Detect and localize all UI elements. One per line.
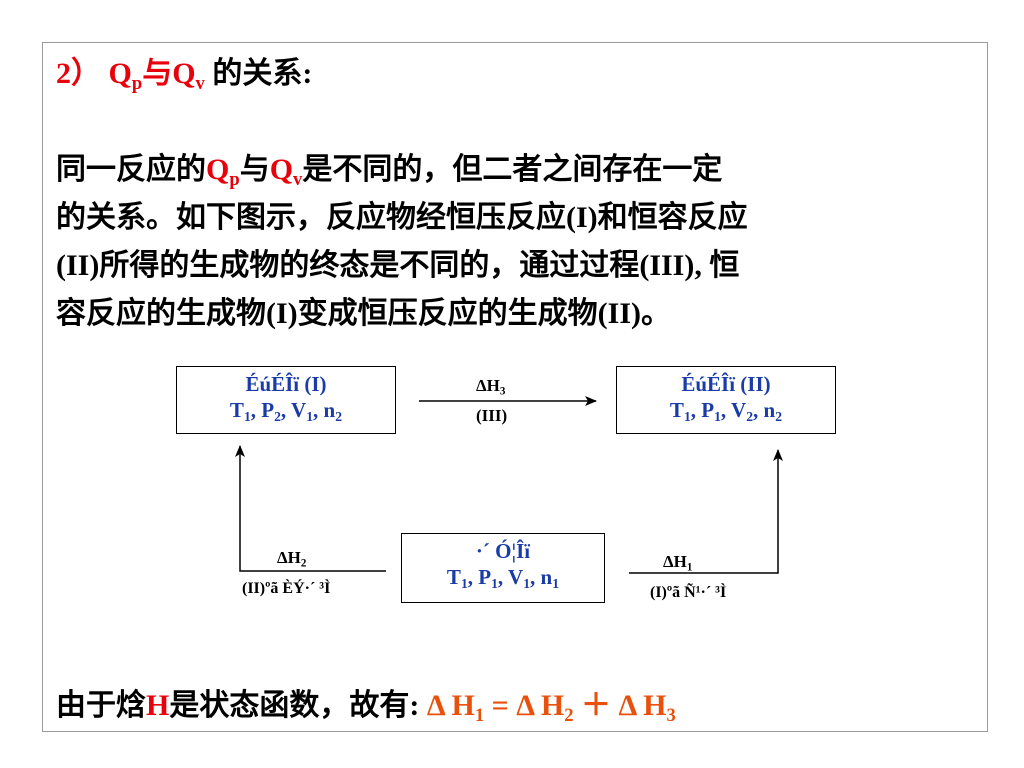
paragraph-line-3: (II)所得的生成物的终态是不同的，通过过程(III), 恒 (56, 249, 740, 282)
heading-and: 与 (142, 57, 173, 90)
edge-right-enthalpy-label: ΔH1 (663, 552, 693, 574)
conclusion-line: 由于焓H是状态函数，故有: Δ H1 = Δ H2 ＋ Δ H3 (56, 689, 676, 726)
box-2-vars: T1, P1, V2, n2 (669, 398, 783, 425)
paragraph-line-1: 同一反应的Qp与Qv是不同的，但二者之间存在一定 (56, 153, 723, 190)
intro-paragraph: 同一反应的Qp与Qv是不同的，但二者之间存在一定 的关系。如下图示，反应物经恒压… (56, 146, 976, 338)
box-1-name: ÉúÉÎï (I) (245, 372, 327, 396)
heading-number: 2） (56, 57, 101, 90)
enthalpy-symbol: H (146, 689, 170, 722)
edge-top-process-label: (III) (476, 406, 508, 425)
box-1-vars: T1, P2, V1, n2 (229, 398, 343, 425)
arrow-right-i (629, 449, 783, 574)
heading-qp: Qp (108, 57, 143, 94)
box-3-name: ·´ Ó¦Îï (475, 539, 531, 563)
product-box-constant-pressure: ÉúÉÎï (II) T1, P1, V2, n2 (616, 366, 836, 434)
edge-left-process-label: (II)ºã ÈÝ·´ ³Ì (242, 580, 331, 597)
arrow-left-ii (235, 445, 386, 572)
slide-heading: 2） Qp与Qv 的关系: (56, 48, 313, 94)
product-box-constant-volume: ÉúÉÎï (I) T1, P2, V1, n2 (176, 366, 396, 434)
heading-relation: 的关系: (204, 57, 313, 90)
box-3-vars: T1, P1, V1, n1 (446, 565, 560, 592)
enthalpy-formula: Δ H1 = Δ H2 ＋ Δ H3 (426, 689, 676, 726)
paragraph-line-4: 容反应的生成物(I)变成恒压反应的生成物(II)。 (56, 297, 671, 330)
reactant-box: ·´ Ó¦Îï T1, P1, V1, n1 (401, 533, 605, 603)
slide-frame (42, 42, 988, 732)
edge-right-process-label: (I)ºã Ñ¹·´ ³Ì (650, 584, 727, 601)
edge-left-enthalpy-label: ΔH2 (277, 548, 307, 570)
heading-qv: Qv (172, 57, 205, 94)
box-2-name: ÉúÉÎï (II) (681, 372, 771, 396)
paragraph-line-2: 的关系。如下图示，反应物经恒压反应(I)和恒容反应 (56, 201, 748, 234)
edge-top-enthalpy-label: ΔH3 (476, 376, 506, 398)
